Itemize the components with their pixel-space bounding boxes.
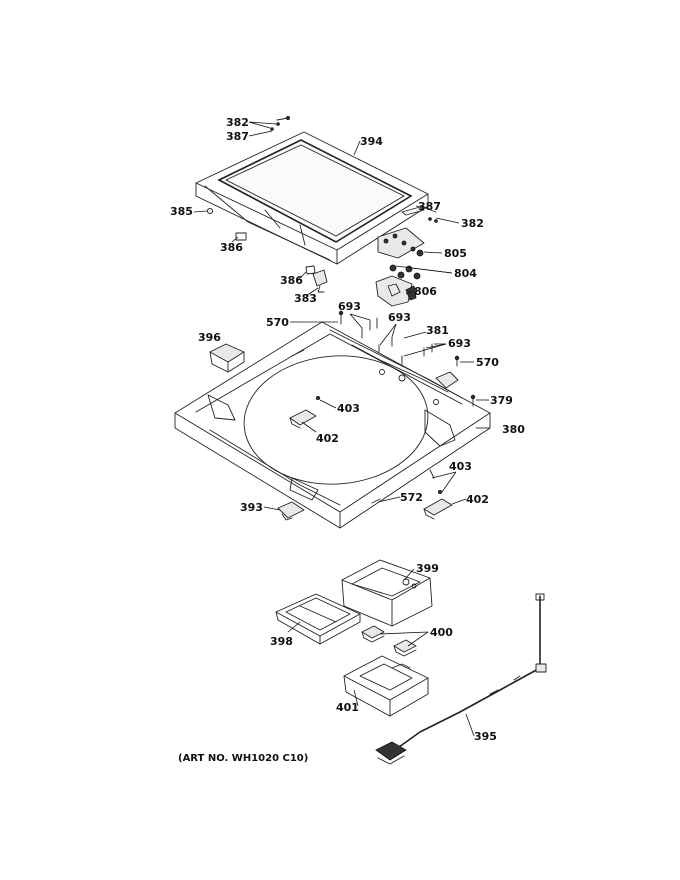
- callout-804: 804: [454, 267, 477, 280]
- callout-572: 572: [400, 491, 423, 504]
- control-board-805: [377, 227, 425, 259]
- bumper-385: [206, 207, 214, 215]
- callout-693: 693: [448, 337, 471, 350]
- callout-387: 387: [226, 130, 249, 143]
- callout-806: 806: [414, 285, 437, 298]
- callout-693: 693: [388, 311, 411, 324]
- callout-385: 385: [170, 205, 193, 218]
- callout-403: 403: [449, 460, 472, 473]
- callout-570: 570: [266, 316, 289, 329]
- lid-assembly: [195, 131, 429, 265]
- screws-382-387-top: [270, 116, 290, 131]
- callout-399: 399: [416, 562, 439, 575]
- callout-387: 387: [418, 200, 441, 213]
- dispenser-housing-399: [341, 559, 433, 627]
- callout-805: 805: [444, 247, 467, 260]
- dispenser-drawer-401: [343, 655, 429, 717]
- leader-lines: [193, 121, 490, 737]
- top-panel-380: [174, 321, 491, 529]
- callout-386: 386: [220, 241, 243, 254]
- art-number: (ART NO. WH1020 C10): [178, 753, 308, 764]
- dispenser-cups-400: [361, 625, 417, 657]
- lid-lock-383: [312, 269, 328, 293]
- hinge-402-left: [289, 395, 320, 429]
- knobs-804: [389, 264, 421, 280]
- switch-assembly-806: [375, 275, 417, 307]
- callout-383: 383: [294, 292, 317, 305]
- callout-402: 402: [316, 432, 339, 445]
- callout-380: 380: [502, 423, 525, 436]
- callout-379: 379: [490, 394, 513, 407]
- callout-382: 382: [226, 116, 249, 129]
- callout-395: 395: [474, 730, 497, 743]
- callout-386: 386: [280, 274, 303, 287]
- handle-393: [277, 501, 305, 521]
- callout-381: 381: [426, 324, 449, 337]
- callouts: 382 387 394 387 382 385 386 386 805 804 …: [170, 116, 525, 743]
- callout-398: 398: [270, 635, 293, 648]
- callout-400: 400: [430, 626, 453, 639]
- hinge-387-382-right: [401, 206, 438, 223]
- wire-harness-395: [375, 593, 547, 765]
- dispenser-tray-398: [275, 593, 361, 645]
- bleach-cup-396: [209, 343, 245, 373]
- callout-396: 396: [198, 331, 221, 344]
- callout-393: 393: [240, 501, 263, 514]
- callout-693: 693: [338, 300, 361, 313]
- callout-394: 394: [360, 135, 383, 148]
- screws-693-570-381-379: [338, 310, 476, 407]
- callout-402: 402: [466, 493, 489, 506]
- hinge-402-right: [371, 469, 453, 520]
- callout-382: 382: [461, 217, 484, 230]
- callout-403: 403: [337, 402, 360, 415]
- callout-570: 570: [476, 356, 499, 369]
- callout-401: 401: [336, 701, 359, 714]
